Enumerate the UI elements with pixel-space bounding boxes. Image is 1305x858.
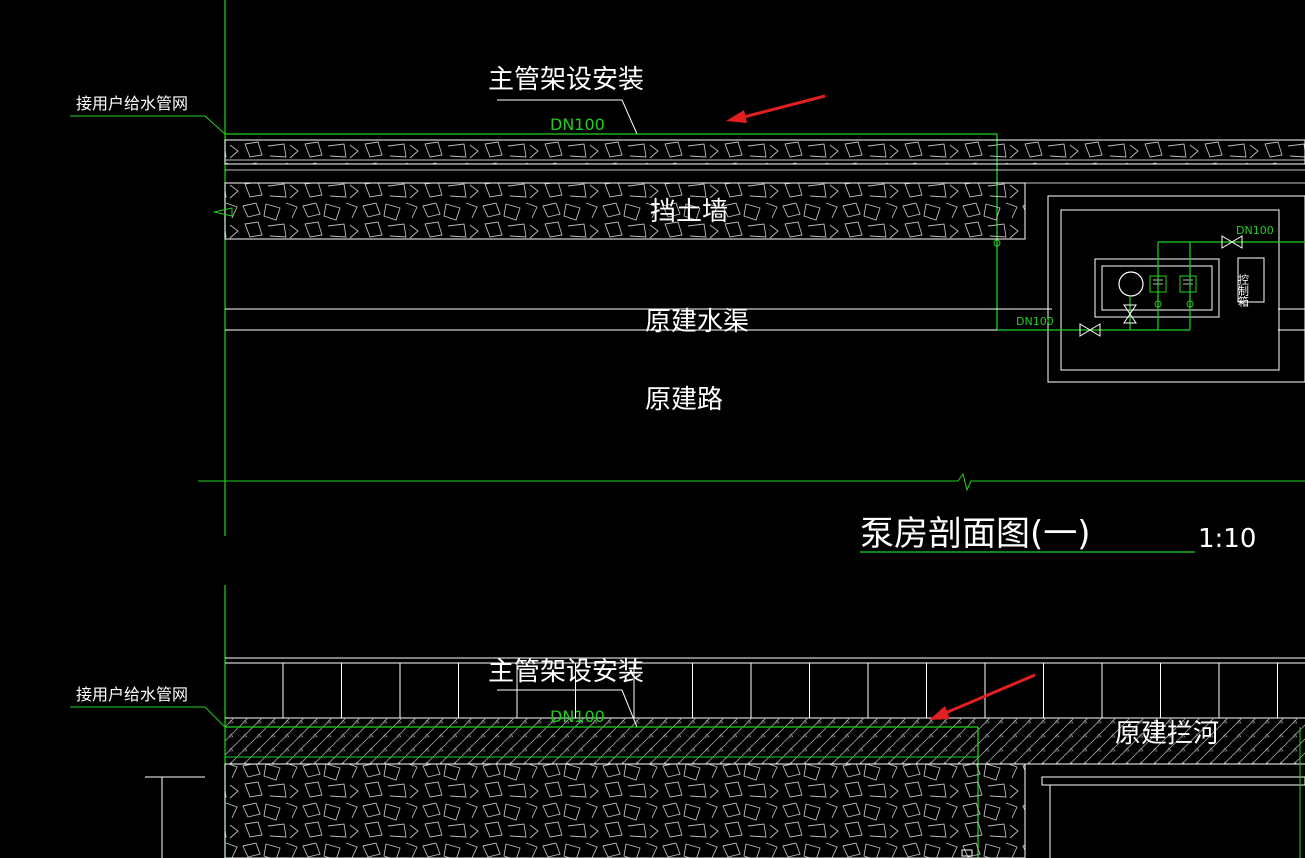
pipe-joint bbox=[993, 239, 1001, 247]
pump-house: DN100 DN100 控制箱 bbox=[997, 195, 1305, 383]
pipe-size-label: DN100 bbox=[550, 707, 605, 726]
road-label: 原建路 bbox=[645, 385, 723, 415]
structure-cap bbox=[1041, 776, 1305, 786]
valve-icon bbox=[1123, 304, 1137, 315]
main-pipe-leader bbox=[621, 689, 638, 728]
pump-pipe-size-left: DN100 bbox=[1016, 315, 1054, 328]
supply-network-label: 接用户给水管网 bbox=[76, 685, 188, 704]
main-pipe-label: 主管架设安装 bbox=[488, 65, 644, 95]
main-pipe-label: 主管架设安装 bbox=[488, 657, 644, 687]
pump-house-inner-wall bbox=[1060, 209, 1280, 371]
retaining-wall bbox=[224, 182, 1026, 240]
pump-base-inner bbox=[1101, 265, 1213, 311]
valve-icon bbox=[1221, 235, 1233, 249]
red-arrow-shaft bbox=[942, 673, 1036, 716]
retaining-wall-label: 挡土墙 bbox=[650, 197, 728, 227]
pump-pipe-size-top: DN100 bbox=[1236, 224, 1274, 237]
railing-posts bbox=[282, 663, 1278, 718]
pump-base bbox=[1094, 258, 1220, 318]
break-line bbox=[198, 472, 1305, 492]
rubble-foundation bbox=[224, 763, 1026, 858]
control-box-label: 控制箱 bbox=[1237, 273, 1250, 308]
marker-icon bbox=[961, 849, 973, 857]
drawing-scale: 1:10 bbox=[1198, 524, 1256, 554]
red-arrow-shaft bbox=[739, 94, 826, 120]
pump-tank-icon bbox=[1118, 271, 1144, 297]
red-arrow-head bbox=[929, 706, 950, 720]
top-section: 接用户给水管网 主管架设安装 DN100 挡土墙 原建水渠 原建路 bbox=[70, 0, 1305, 554]
level-marker-icon bbox=[213, 207, 233, 217]
pump-unit-icon bbox=[1179, 275, 1197, 293]
canal-label: 原建水渠 bbox=[645, 307, 749, 337]
drawing-title: 泵房剖面图(一) bbox=[860, 514, 1091, 554]
pipe-size-label: DN100 bbox=[550, 115, 605, 134]
valve-icon bbox=[1079, 323, 1091, 337]
valve-icon bbox=[1089, 323, 1101, 337]
control-box bbox=[1237, 257, 1265, 303]
supply-network-label: 接用户给水管网 bbox=[76, 94, 188, 113]
main-pipe-leader bbox=[621, 99, 638, 135]
pump-house-outer-wall bbox=[1047, 195, 1305, 383]
supply-leader bbox=[204, 706, 226, 728]
bottom-section: 接用户给水管网 主管架设安装 DN100 原建拦河 bbox=[70, 585, 1305, 858]
supply-leader bbox=[204, 115, 226, 135]
river-label: 原建拦河 bbox=[1115, 719, 1219, 749]
red-arrow-head bbox=[726, 110, 747, 123]
valve-icon bbox=[1231, 235, 1243, 249]
valve-icon bbox=[1123, 313, 1137, 324]
concrete-slab bbox=[225, 718, 1305, 764]
